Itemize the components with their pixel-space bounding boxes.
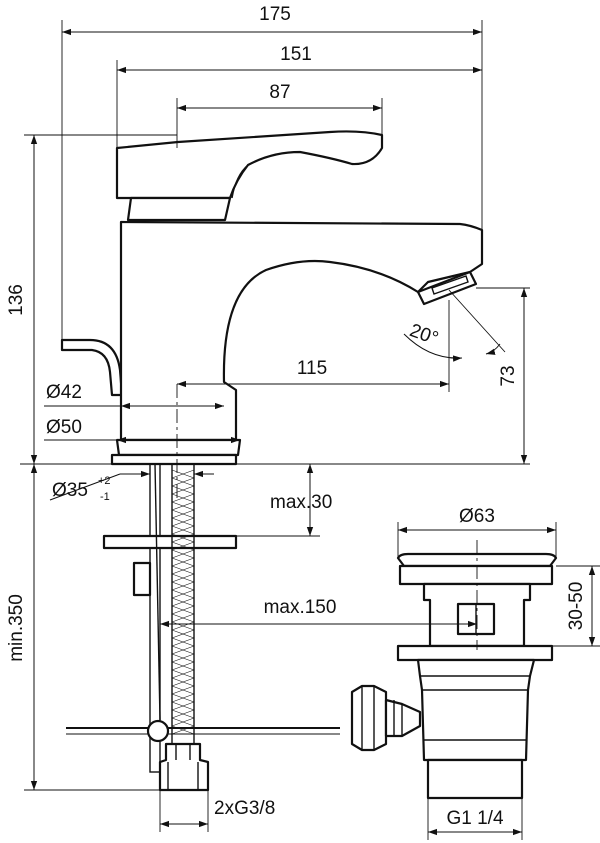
faucet — [60, 130, 484, 466]
waste-side-nut — [350, 684, 388, 752]
aerator — [416, 270, 478, 306]
dim-max-thickness: max.30 — [236, 464, 332, 537]
dim-label-20deg: 20° — [407, 320, 441, 350]
waste-tail — [426, 758, 524, 800]
dim-label-o50: Ø50 — [46, 417, 82, 438]
dim-overall-height: 136 — [6, 134, 177, 464]
connector-detail — [167, 744, 199, 790]
aerator-ring — [431, 275, 469, 295]
dim-max-tail: max.150 — [160, 597, 477, 628]
dim-label-175: 175 — [259, 4, 291, 25]
dim-label-136: 136 — [6, 284, 27, 316]
dim-label-87: 87 — [269, 82, 290, 103]
dim-label-115: 115 — [297, 358, 327, 379]
dim-label-o42: Ø42 — [46, 382, 82, 403]
dim-label-o35-tol-plus: +2 — [98, 475, 111, 487]
hose-braid — [171, 469, 195, 735]
dim-waste-height: 30-50 — [552, 565, 600, 647]
dim-spout-total: 151 — [116, 44, 482, 148]
dim-label-o63: Ø63 — [459, 506, 495, 527]
waste-body-lower — [416, 658, 536, 762]
dim-waste-thread: G1 1/4 — [427, 798, 523, 840]
waste-side-nut-detail — [361, 686, 375, 750]
rod-clip — [146, 719, 170, 743]
waste-side-arm-ribs — [393, 700, 403, 736]
dim-waste-diameter: Ø63 — [397, 506, 557, 558]
dim-label-o35-tol-minus: -1 — [100, 491, 110, 503]
dim-lever-length: 87 — [176, 82, 383, 148]
dim-overall-width: 175 — [61, 4, 483, 340]
dim-label-30-50: 30-50 — [566, 582, 587, 631]
lever-underside — [231, 164, 249, 199]
lever-cartridge — [126, 196, 232, 222]
base-plate — [110, 453, 238, 466]
dim-spout-reach: 115 — [177, 300, 450, 392]
dim-body-diameter: Ø42 — [44, 382, 224, 410]
dim-label-g114: G1 1/4 — [446, 808, 503, 829]
lever-handle — [115, 130, 384, 200]
dim-spout-angle: 20° — [403, 289, 506, 362]
dim-label-151: 151 — [280, 44, 312, 65]
waste-side-arm — [384, 698, 422, 738]
waste-nut — [396, 644, 554, 662]
fixing-plate — [102, 534, 238, 550]
dim-base-diameter: Ø50 — [44, 417, 240, 444]
pop-up-waste — [350, 552, 558, 800]
fixing-nut — [132, 561, 152, 597]
dim-label-2xg38: 2xG3/8 — [214, 798, 275, 819]
dim-label-max30: max.30 — [270, 492, 332, 513]
faucet-base — [115, 438, 242, 457]
pull-rod — [154, 463, 161, 721]
dim-label-73: 73 — [498, 365, 519, 386]
waste-flange — [398, 564, 554, 586]
dim-label-min350: min.350 — [6, 594, 27, 662]
dim-hole-diameter: Ø35 +2 -1 — [49, 470, 214, 503]
waste-ribs — [420, 675, 530, 761]
dim-connection-thread: 2xG3/8 — [159, 790, 275, 832]
dim-label-o35: Ø35 — [52, 480, 88, 501]
dim-label-max150: max.150 — [264, 597, 337, 618]
hose-connector — [158, 742, 210, 792]
pop-up-rod — [60, 338, 124, 397]
dim-spout-height: 73 — [236, 287, 530, 465]
dim-min-hose: min.350 — [6, 464, 160, 791]
